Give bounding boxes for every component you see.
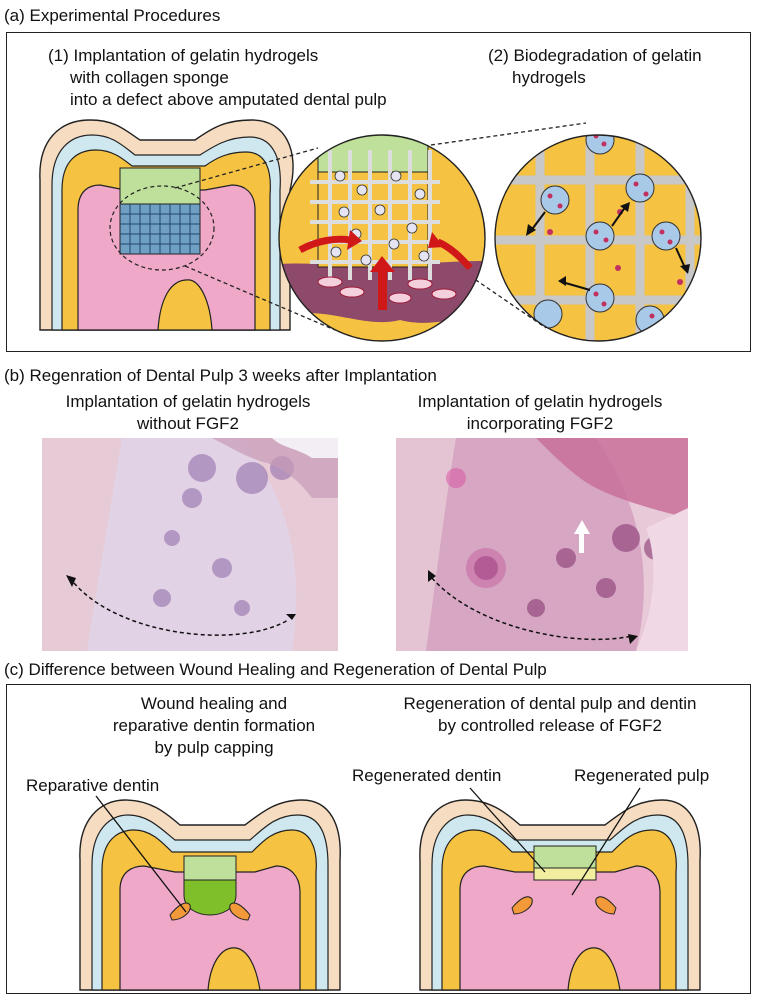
left-heading-line1: Wound healing and [140,694,288,713]
panel-experimental-procedures [6,32,751,352]
left-caption-line2: without FGF2 [136,414,240,433]
label-regenerated-dentin: Regenerated dentin [352,766,502,785]
right-caption-line1: Implantation of gelatin hydrogels [417,392,663,411]
section-a-title: (a) Experimental Procedures [4,6,221,25]
step1-line3: into a defect above amputated dental pul… [70,90,387,109]
micrograph-without-fgf2 [42,438,338,651]
magnified-view-biodegradation [495,135,701,341]
panel-difference [6,684,751,994]
right-heading-line1: Regeneration of dental pulp and dentin [403,694,697,713]
step1-line1: (1) Implantation of gelatin hydrogels [48,46,319,65]
left-heading-line2: reparative dentin formation [112,716,316,735]
label-reparative-dentin: Reparative dentin [26,776,160,795]
step2-line1: (2) Biodegradation of gelatin [488,46,702,65]
label-regenerated-pulp: Regenerated pulp [574,766,710,785]
tooth-diagram-a [39,119,294,331]
section-b-title: (b) Regenration of Dental Pulp 3 weeks a… [4,366,437,385]
step2-line2: hydrogels [512,68,586,87]
left-caption-line1: Implantation of gelatin hydrogels [65,392,311,411]
left-heading-line3: by pulp capping [154,738,274,757]
micrograph-with-fgf2 [396,438,688,651]
section-c-title: (c) Difference between Wound Healing and… [4,660,547,679]
procedure-diagram [39,119,702,342]
step1-line2: with collagen sponge [70,68,229,87]
right-caption-line2: incorporating FGF2 [466,414,614,433]
right-heading-line2: by controlled release of FGF2 [438,716,662,735]
